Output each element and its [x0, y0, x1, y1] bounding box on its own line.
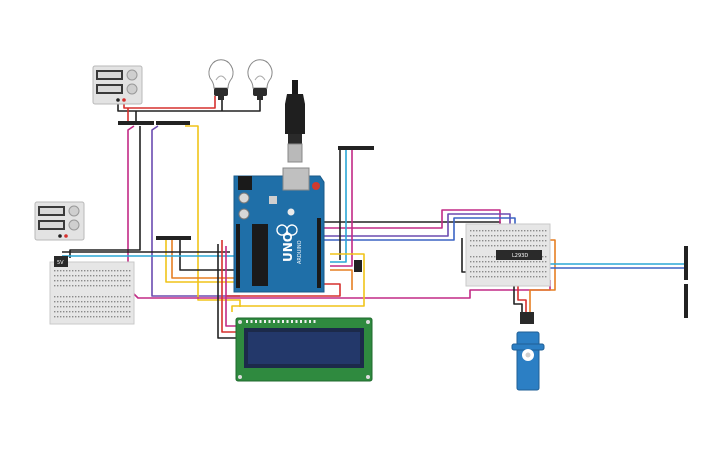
wire-red-servo — [517, 280, 527, 312]
wire-black-left — [69, 126, 141, 258]
wire-purple-left — [151, 125, 240, 297]
wire-red-lcd — [221, 240, 238, 333]
l293d-label: L293D — [512, 253, 528, 259]
wire-magenta-header — [330, 150, 353, 267]
wire-black-mid — [179, 240, 234, 271]
wire-orange-mid — [171, 240, 234, 279]
wire-yellow-top — [185, 125, 241, 307]
wire-yellow-button — [231, 253, 365, 312]
wire-magenta-lcd — [225, 246, 238, 327]
power-supply-left — [34, 201, 85, 241]
wire-magenta-bottom — [129, 280, 551, 299]
connector-right-lower — [684, 284, 688, 318]
header-top-mid — [156, 121, 190, 125]
wire-magenta-right — [320, 209, 501, 240]
connector-right-upper — [684, 246, 688, 280]
wire-magenta-left — [118, 125, 135, 271]
header-top-left — [118, 121, 154, 125]
push-button — [354, 260, 362, 272]
arduino-model-text: UNO — [281, 232, 295, 262]
wire-supply-black — [117, 100, 261, 112]
power-supply-top — [92, 65, 143, 105]
arduino-brand-text: ARDUINO — [297, 240, 303, 264]
arduino-uno: UNO ARDUINO — [233, 167, 325, 293]
l293d-chip — [496, 250, 542, 260]
lcd-display — [235, 317, 373, 382]
servo-motor — [511, 312, 545, 391]
light-bulb-left — [208, 59, 234, 100]
light-bulb-right — [247, 59, 273, 100]
header-mid-left — [156, 236, 191, 240]
wire-yellow-mid — [165, 240, 234, 283]
wire-black-servo — [513, 280, 523, 312]
wire-orange-button — [330, 269, 353, 290]
regulator-label: 5V — [57, 260, 64, 266]
wire-cyan-header — [330, 150, 347, 263]
wire-purple-right — [320, 213, 511, 240]
breadboard-left: 5V — [49, 256, 135, 325]
wire-red-button — [226, 283, 341, 297]
breadboard-right: L293D — [465, 223, 551, 287]
header-top-right — [338, 146, 374, 150]
wires — [62, 96, 686, 339]
usb-cable — [285, 80, 305, 163]
wire-black-lcd — [217, 244, 238, 339]
